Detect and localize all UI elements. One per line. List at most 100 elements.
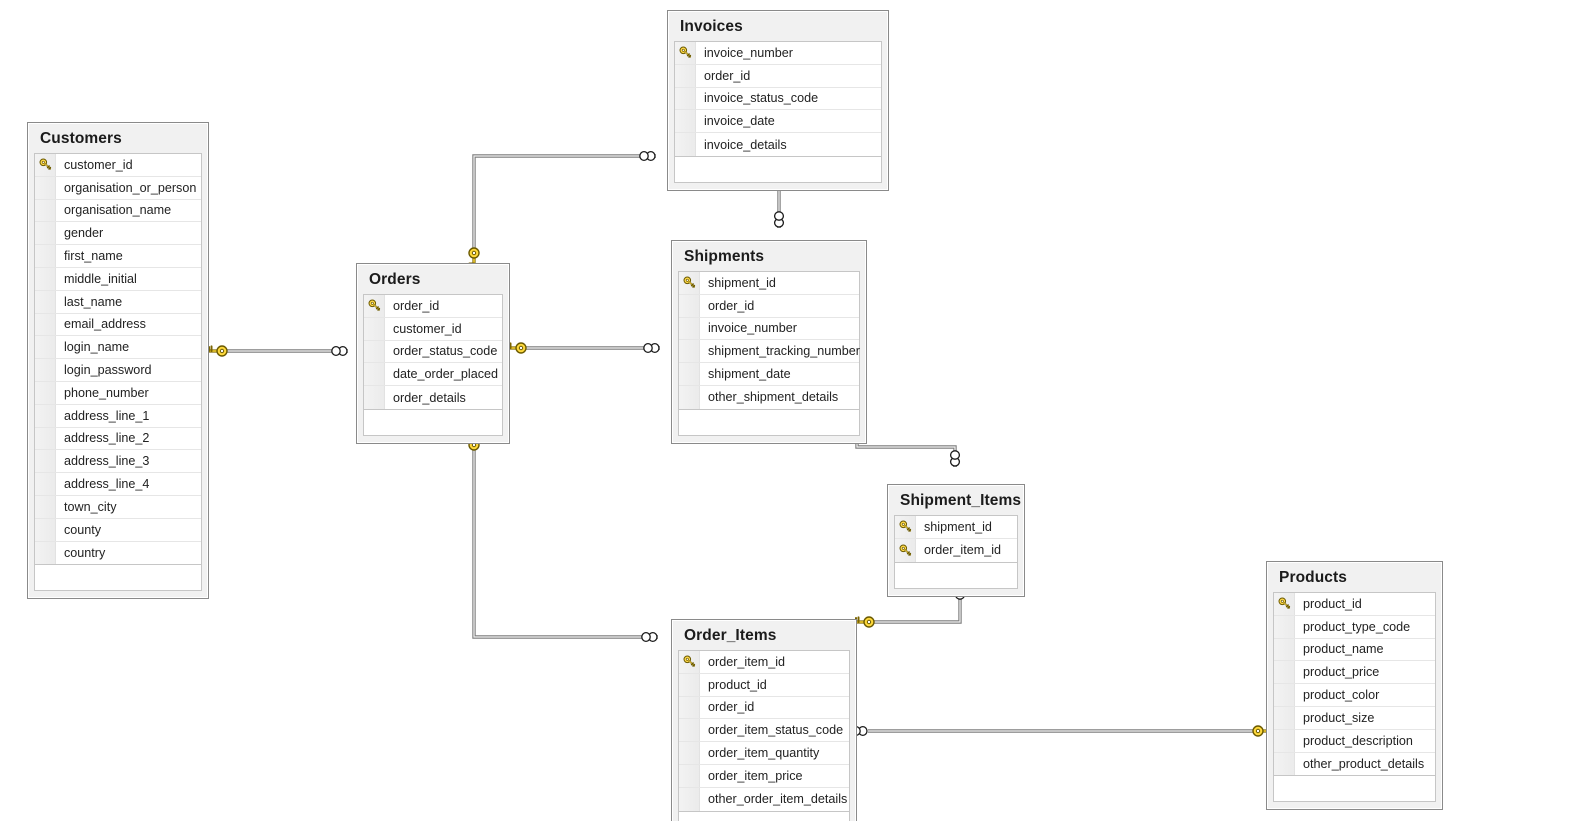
field-row[interactable]: order_item_price [679,764,849,788]
entity-title-invoices: Invoices [680,18,743,35]
relationship-orders-order_items[interactable] [468,431,658,643]
field-name: order_id [393,298,440,313]
field-gutter [35,336,56,359]
field-gutter [1274,684,1295,706]
field-gutter [675,110,696,133]
field-row[interactable]: email_address [35,313,201,337]
field-gutter [1274,706,1295,729]
field-name: shipment_id [924,519,992,534]
entity-field-list-shipment_items: shipment_id order_item_id [894,515,1018,563]
entity-title-products: Products [1279,569,1347,586]
field-row[interactable]: shipment_id [895,516,1017,539]
primary-key-icon [899,520,911,533]
field-row[interactable]: address_line_1 [35,404,201,428]
field-row[interactable]: other_order_item_details [679,787,849,811]
relationship-orders-invoices[interactable] [468,150,656,267]
field-row[interactable]: login_name [35,336,201,360]
field-row[interactable]: organisation_or_person [35,176,201,200]
field-gutter [1274,729,1295,752]
field-gutter [679,340,700,363]
field-row[interactable]: order_item_id [895,538,1017,562]
field-row[interactable]: order_item_quantity [679,742,849,765]
field-row[interactable]: invoice_number [675,42,881,65]
crowsfoot-many-marker [949,450,961,467]
field-row[interactable]: customer_id [35,154,201,177]
field-row[interactable]: phone_number [35,381,201,405]
field-row[interactable]: organisation_name [35,199,201,223]
relationship-shipments-shipment_items[interactable] [851,420,961,467]
field-name: order_id [708,700,755,715]
field-key-gutter [1274,593,1295,615]
field-row[interactable]: order_status_code [364,340,502,364]
field-row[interactable]: shipment_date [679,363,859,386]
field-row[interactable]: product_id [679,673,849,697]
field-row[interactable]: invoice_details [675,133,881,156]
field-row[interactable]: product_id [1274,593,1435,616]
field-name: other_product_details [1303,756,1425,771]
field-row[interactable]: order_id [679,294,859,318]
field-row[interactable]: country [35,541,201,565]
field-name: date_order_placed [393,367,499,382]
field-name: shipment_tracking_number [708,344,860,359]
field-row[interactable]: product_name [1274,638,1435,662]
field-row[interactable]: address_line_4 [35,473,201,496]
field-row[interactable]: product_type_code [1274,615,1435,639]
field-row[interactable]: invoice_status_code [675,87,881,111]
field-gutter [35,176,56,199]
field-name: address_line_1 [64,408,150,423]
field-name: customer_id [64,157,133,172]
field-row[interactable]: invoice_number [679,317,859,341]
field-gutter [679,363,700,385]
field-row[interactable]: last_name [35,290,201,314]
field-row[interactable]: address_line_3 [35,450,201,474]
field-row[interactable]: product_price [1274,661,1435,685]
field-gutter [679,764,700,787]
field-row[interactable]: login_password [35,359,201,382]
field-gutter [35,495,56,518]
field-gutter [1274,638,1295,661]
field-row[interactable]: first_name [35,245,201,268]
key-one-marker [1252,725,1272,737]
relationship-customers-orders[interactable] [208,345,348,357]
field-row[interactable]: town_city [35,495,201,519]
field-row[interactable]: customer_id [364,317,502,341]
field-row[interactable]: other_shipment_details [679,385,859,409]
field-row[interactable]: invoice_date [675,110,881,134]
relationship-products-order_items[interactable] [851,725,1272,737]
field-row[interactable]: order_id [679,696,849,720]
field-row[interactable]: order_details [364,386,502,409]
field-row[interactable]: address_line_2 [35,427,201,451]
field-gutter [35,267,56,290]
field-row[interactable]: order_item_id [679,651,849,674]
field-row[interactable]: order_item_status_code [679,719,849,743]
field-row[interactable]: product_size [1274,706,1435,730]
field-row[interactable]: product_description [1274,729,1435,753]
field-row[interactable]: product_color [1274,684,1435,707]
field-row[interactable]: county [35,518,201,542]
field-row[interactable]: gender [35,222,201,246]
field-row[interactable]: date_order_placed [364,363,502,387]
field-row[interactable]: shipment_id [679,272,859,295]
relationship-orders-shipments[interactable] [507,342,660,354]
field-row[interactable]: other_product_details [1274,752,1435,776]
field-row[interactable]: order_id [675,64,881,88]
field-name: order_item_status_code [708,723,844,738]
field-name: gender [64,226,104,241]
field-name: address_line_3 [64,454,150,469]
field-row[interactable]: middle_initial [35,267,201,291]
field-key-gutter [895,538,916,562]
entity-empty-area-invoices [674,156,882,183]
field-row[interactable]: shipment_tracking_number [679,340,860,364]
field-row[interactable]: order_id [364,295,502,318]
